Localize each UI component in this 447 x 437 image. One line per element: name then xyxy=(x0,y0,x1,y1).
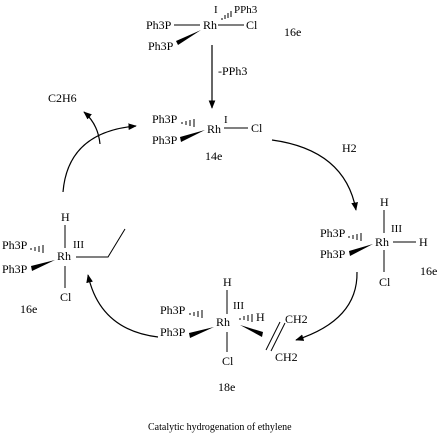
upper-electron-count: 14e xyxy=(205,149,222,163)
left-hydride-top: H xyxy=(61,210,70,224)
bottom-ligand-a: Ph3P xyxy=(160,303,186,317)
complex-left: H III Ph3P Rh Ph3P Cl 16e xyxy=(2,210,126,316)
right-metal: Rh xyxy=(375,235,389,249)
alkene-coordination-arrow xyxy=(295,271,358,341)
reductive-elimination-arrow xyxy=(62,123,137,193)
left-ethyl-chain xyxy=(76,228,126,258)
bottom-alkene-bottom: CH2 xyxy=(275,350,298,364)
bottom-hydride-top: H xyxy=(223,275,232,289)
left-ligand-b: Ph3P xyxy=(2,262,28,276)
upper-ligand-b: Ph3P xyxy=(152,133,178,147)
left-metal: Rh xyxy=(57,249,71,263)
bottom-alkene-top: CH2 xyxy=(285,312,308,326)
top-ligand-b: Ph3P xyxy=(148,39,174,53)
left-ox-state: III xyxy=(73,239,84,251)
bottom-electron-count: 18e xyxy=(218,380,235,394)
bottom-ligand-b: Ph3P xyxy=(160,325,186,339)
bottom-halide: Cl xyxy=(222,354,234,368)
right-electron-count: 16e xyxy=(420,264,437,278)
product-release-arrow xyxy=(83,111,101,145)
migratory-insertion-arrow xyxy=(86,274,159,338)
top-electron-count: 16e xyxy=(284,25,301,39)
bottom-hydride-side: H xyxy=(256,310,265,324)
dissociation-label: -PPh3 xyxy=(218,64,247,78)
left-halide: Cl xyxy=(60,290,72,304)
right-halide: Cl xyxy=(379,275,391,289)
complex-bottom: H III Ph3P Rh H CH2 CH2 Ph3P Cl 18e xyxy=(160,275,308,394)
top-ox-state: I xyxy=(214,4,218,16)
upper-metal: Rh xyxy=(207,122,221,136)
left-ligand-a: Ph3P xyxy=(2,238,28,252)
top-halide: Cl xyxy=(246,18,258,32)
upper-ligand-a: Ph3P xyxy=(152,112,178,126)
hydrogen-addition-arrow xyxy=(271,139,358,211)
bottom-metal: Rh xyxy=(216,315,230,329)
diagram-caption: Catalytic hydrogenation of ethylene xyxy=(148,422,292,433)
right-hydride-side: H xyxy=(419,235,428,249)
bottom-ox-state: III xyxy=(233,300,244,312)
top-ligand-a: Ph3P xyxy=(146,18,172,32)
right-ligand-a: Ph3P xyxy=(320,226,346,240)
top-metal: Rh xyxy=(203,18,217,32)
hydrogen-label: H2 xyxy=(342,141,357,155)
left-electron-count: 16e xyxy=(20,302,37,316)
complex-top: Ph3P Rh I PPh3 Cl Ph3P 16e xyxy=(146,4,301,53)
complex-right: H III Ph3P Rh H Ph3P Cl 16e xyxy=(320,195,437,289)
upper-ox-state: I xyxy=(224,114,228,126)
top-ligand-c: PPh3 xyxy=(234,4,258,16)
upper-halide: Cl xyxy=(251,121,263,135)
right-ox-state: III xyxy=(391,223,402,235)
product-label: C2H6 xyxy=(48,91,77,105)
right-hydride-top: H xyxy=(380,195,389,209)
right-ligand-b: Ph3P xyxy=(320,247,346,261)
complex-upper: Ph3P Rh I Cl Ph3P 14e xyxy=(152,112,263,163)
